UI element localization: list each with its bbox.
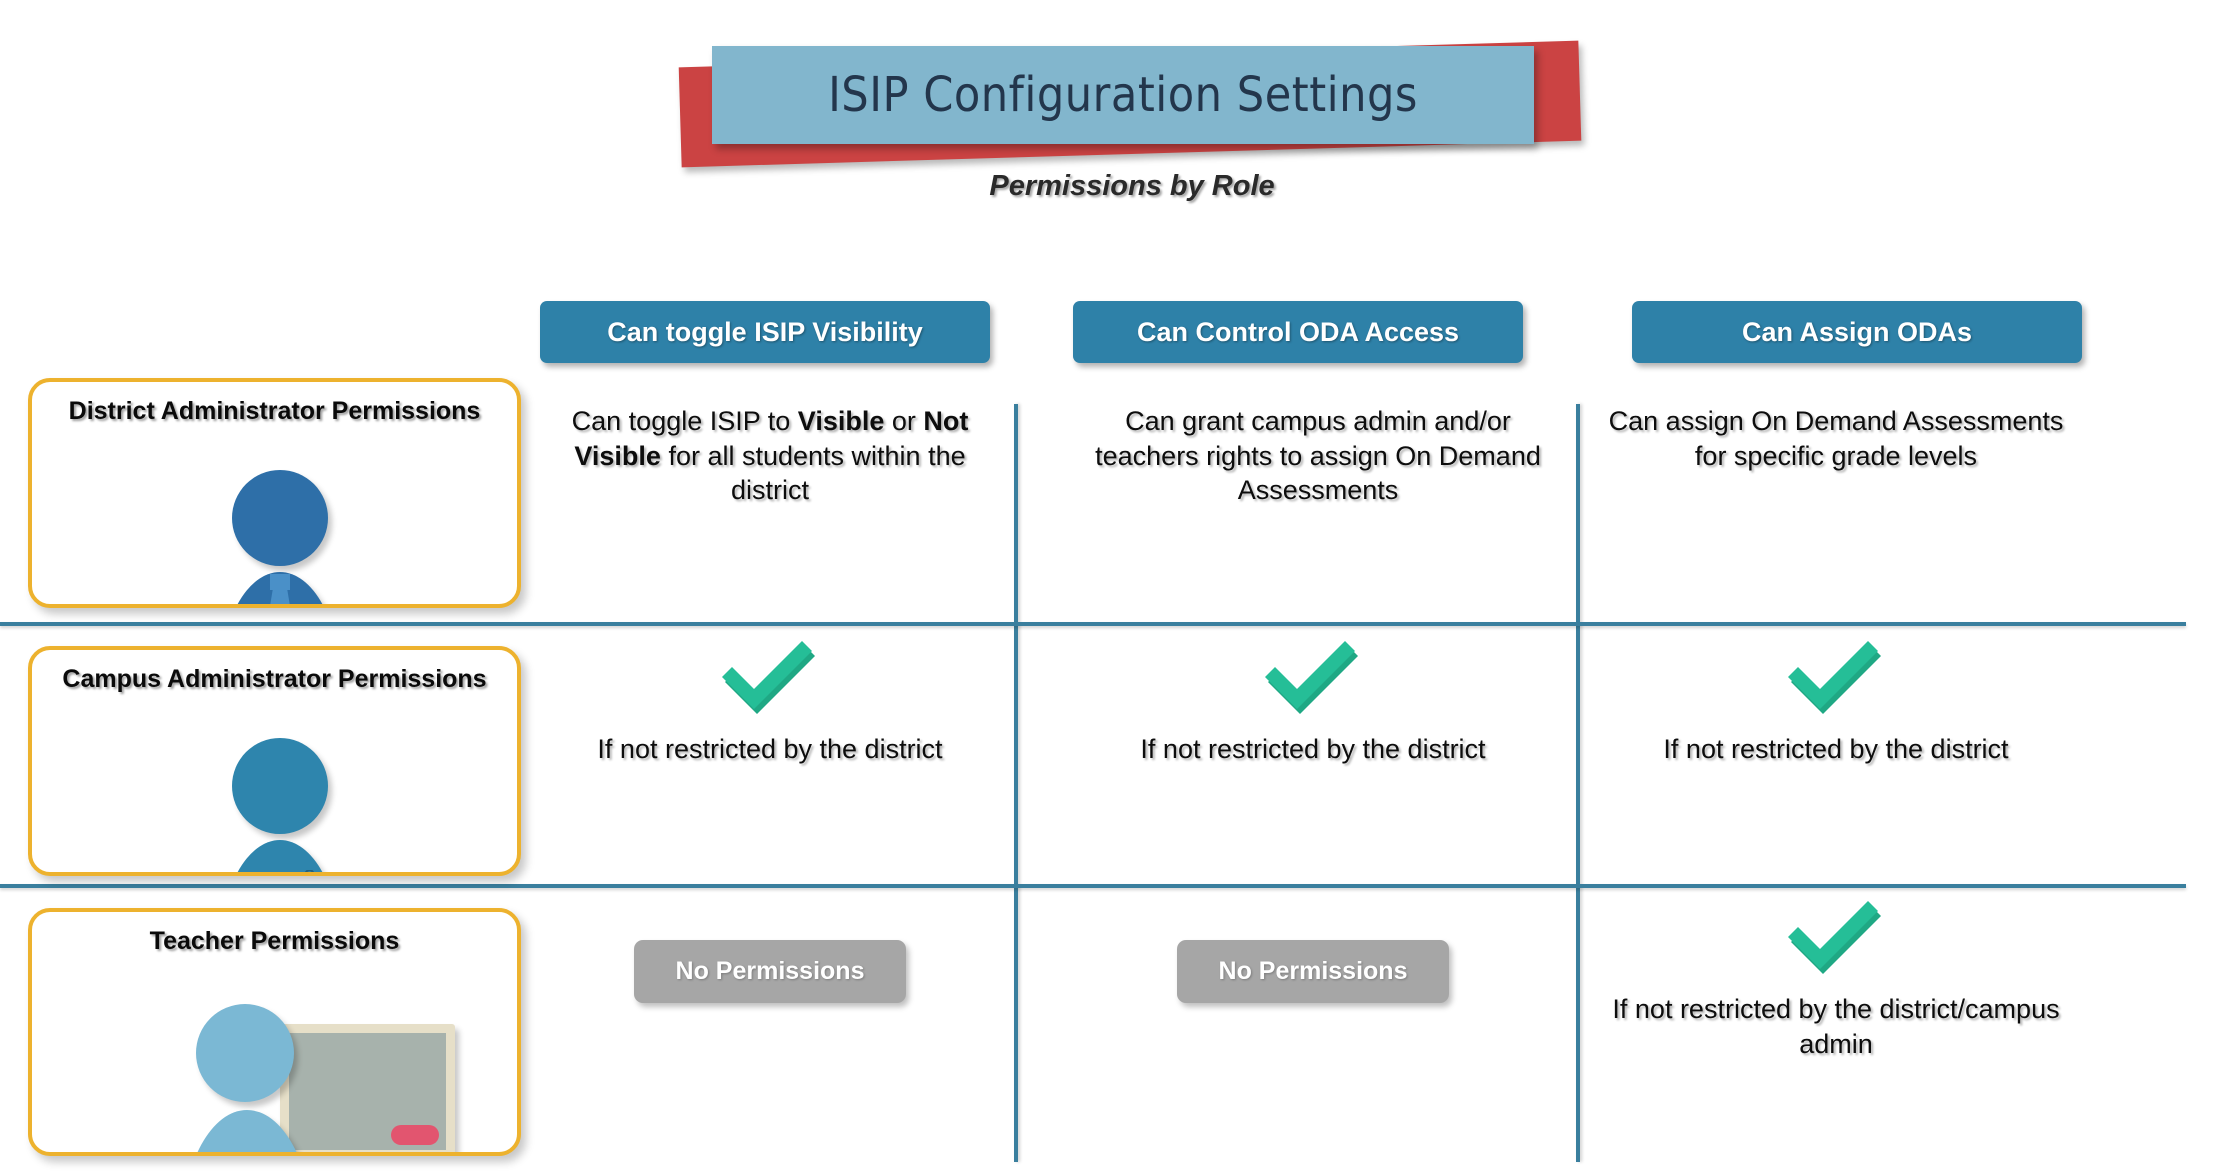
- column-header-label: Can Control ODA Access: [1136, 316, 1460, 347]
- cell-note: If not restricted by the district: [1140, 734, 1486, 764]
- role-card-district-administrator[interactable]: District Administrator Permissions: [28, 378, 521, 608]
- avatar-head: [232, 470, 328, 566]
- page-title: ISIP Configuration Settings: [828, 67, 1418, 123]
- column-header-label: Can Assign ODAs: [1741, 316, 1973, 347]
- column-header-label: Can toggle ISIP Visibility: [607, 316, 923, 347]
- cell-note: If not restricted by the district/campus…: [1612, 994, 2060, 1059]
- grid-vertical-divider-1: [1014, 404, 1018, 1162]
- tie-knot: [270, 574, 290, 590]
- status-badge-no-permissions: No Permissions: [633, 940, 907, 1003]
- column-header-can-control-oda-access[interactable]: Can Control ODA Access: [1073, 301, 1523, 363]
- cell-note: If not restricted by the district: [1663, 734, 2009, 764]
- checkmark-icon: [1788, 641, 1881, 714]
- cell-district-toggle-isip: Can toggle ISIP to Visible or Not Visibl…: [540, 404, 1000, 508]
- status-badge-no-permissions: No Permissions: [1176, 940, 1450, 1003]
- role-card-campus-administrator[interactable]: Campus Administrator Permissions: [28, 646, 521, 876]
- cell-text: Can assign On Demand Assessments for spe…: [1608, 406, 2064, 471]
- chalkboard-eraser-icon: [391, 1125, 439, 1145]
- cell-campus-control-oda: If not restricted by the district: [1073, 640, 1553, 767]
- column-header-can-toggle-isip-visibility[interactable]: Can toggle ISIP Visibility: [540, 301, 990, 363]
- checkmark-icon: [722, 641, 815, 714]
- cell-teacher-control-oda: No Permissions: [1073, 940, 1553, 1003]
- cell-teacher-toggle-isip: No Permissions: [530, 940, 1010, 1003]
- title-banner: ISIP Configuration Settings Permissions …: [672, 40, 1592, 202]
- cell-campus-toggle-isip: If not restricted by the district: [530, 640, 1010, 767]
- avatar-body: [182, 1110, 312, 1152]
- cell-text: Can toggle ISIP to Visible or Not Visibl…: [571, 406, 969, 506]
- cell-note: If not restricted by the district: [597, 734, 943, 764]
- chalkboard-icon: [280, 1024, 455, 1152]
- grid-horizontal-divider-2: [0, 884, 2186, 888]
- cell-text: Can grant campus admin and/or teachers r…: [1095, 406, 1541, 506]
- column-header-can-assign-odas[interactable]: Can Assign ODAs: [1632, 301, 2082, 363]
- role-card-label: Teacher Permissions: [149, 927, 400, 955]
- checkmark-icon: [1788, 901, 1881, 974]
- grid-vertical-divider-2: [1576, 404, 1580, 1162]
- grid-horizontal-divider-1: [0, 622, 2186, 626]
- cell-campus-assign-oda: If not restricted by the district: [1596, 640, 2076, 767]
- role-card-label: Campus Administrator Permissions: [62, 665, 487, 693]
- avatar-head: [232, 738, 328, 834]
- id-badge-icon: [304, 870, 316, 872]
- title-banner-plate: ISIP Configuration Settings: [712, 46, 1534, 144]
- cell-teacher-assign-oda: If not restricted by the district/campus…: [1596, 900, 2076, 1061]
- cell-district-assign-oda: Can assign On Demand Assessments for spe…: [1596, 404, 2076, 473]
- person-with-tie-icon: [220, 470, 340, 604]
- person-with-id-badge-icon: [220, 738, 340, 872]
- tie-icon: [266, 588, 294, 604]
- page-subtitle: Permissions by Role: [989, 170, 1275, 202]
- role-card-teacher[interactable]: Teacher Permissions: [28, 908, 521, 1156]
- checkmark-icon: [1265, 641, 1358, 714]
- person-teacher-icon: [182, 1004, 312, 1152]
- avatar-head: [196, 1004, 294, 1102]
- role-card-label: District Administrator Permissions: [68, 397, 481, 425]
- cell-district-control-oda: Can grant campus admin and/or teachers r…: [1073, 404, 1563, 508]
